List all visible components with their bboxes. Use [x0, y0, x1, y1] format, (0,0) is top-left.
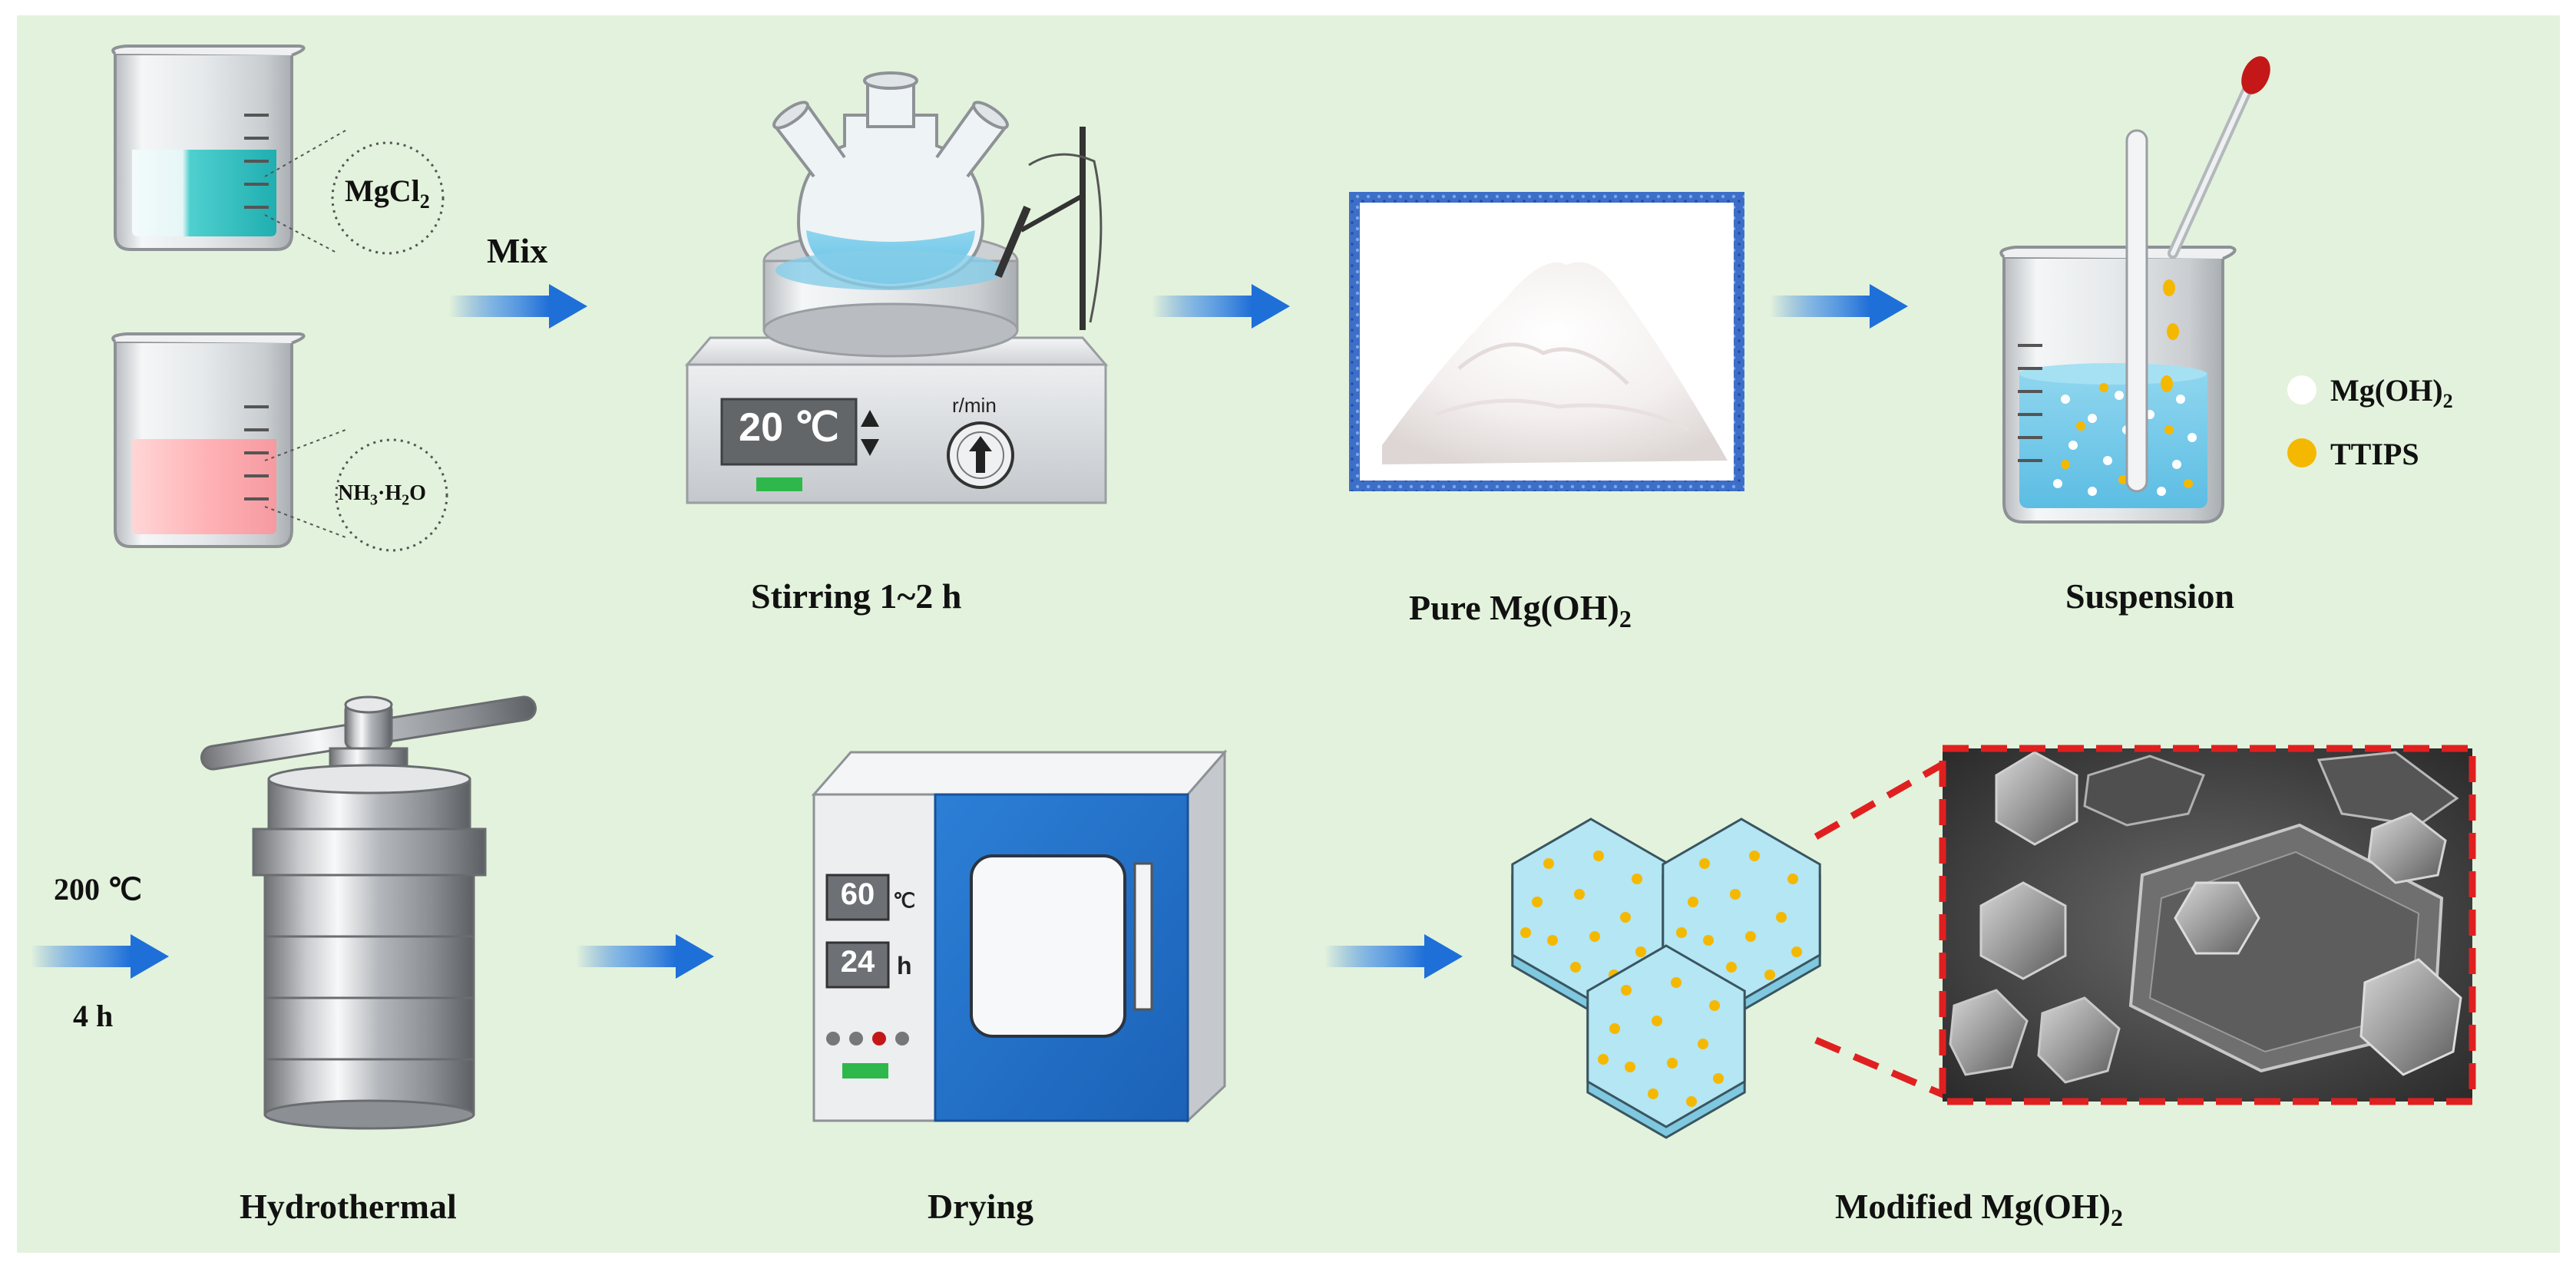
hydrothermal-autoclave — [200, 695, 537, 1130]
ttips-dot — [1520, 927, 1531, 938]
ttips-dot — [1713, 1073, 1724, 1084]
ttips-dot — [1726, 962, 1737, 973]
ttips-dot — [1730, 889, 1741, 900]
ttips-dot — [1749, 851, 1760, 861]
oven-temperature-display: 60 — [840, 877, 875, 911]
ttips-dot — [1676, 927, 1687, 938]
zoom-line-bottom — [1814, 1036, 1952, 1102]
ttips-dot — [1609, 1023, 1620, 1034]
ttips-dot — [1574, 889, 1585, 900]
mgcl2-beaker — [111, 45, 445, 255]
hydrothermal-temperature: 200 ℃ — [54, 872, 142, 907]
oven-time-unit: h — [897, 952, 912, 979]
ttips-dot — [1621, 985, 1632, 996]
oven-time-display: 24 — [840, 945, 875, 979]
ttips-dot — [1620, 912, 1631, 923]
suspension-beaker — [1999, 56, 2270, 524]
ttips-dot — [1776, 912, 1787, 923]
hydrothermal-time: 4 h — [73, 999, 114, 1033]
ttips-dot — [1703, 935, 1714, 946]
mix-label: Mix — [487, 231, 548, 270]
ttips-dot — [1598, 1054, 1609, 1065]
modified-hexagons — [1511, 818, 1821, 1139]
ttips-dot — [1589, 931, 1600, 942]
arrow-to-drying — [576, 934, 714, 979]
hydrothermal-label: Hydrothermal — [240, 1187, 457, 1226]
ttips-dot — [1671, 977, 1682, 988]
ttips-dot — [1593, 851, 1604, 861]
arrow-to-pure — [1152, 284, 1290, 329]
pure-mgoh2-photo — [1349, 192, 1744, 491]
pure-mgoh2-label: Pure Mg(OH)2 — [1409, 588, 1632, 633]
ttips-dot — [1698, 1039, 1708, 1049]
ttips-dot — [1532, 897, 1543, 907]
ttips-dot — [1699, 858, 1710, 869]
arrow-hydrothermal — [31, 934, 169, 979]
stirrer-temperature-display: 20 ℃ — [739, 405, 839, 450]
ttips-dot — [1635, 946, 1646, 957]
legend-mgoh2-marker — [2287, 375, 2316, 405]
magnetic-stirrer — [684, 71, 1109, 504]
drying-label: Drying — [928, 1187, 1033, 1226]
ttips-dot — [1787, 874, 1798, 884]
ttips-dot — [1652, 1016, 1662, 1026]
oven-temperature-unit: ℃ — [893, 889, 916, 912]
ttips-dot — [1648, 1088, 1658, 1099]
stirrer-speed-unit: r/min — [952, 394, 997, 417]
ttips-dot — [1632, 874, 1642, 884]
zoom-line-top — [1814, 757, 1953, 840]
arrow-to-suspension — [1770, 284, 1908, 329]
drying-oven — [811, 749, 1228, 1124]
legend-mgoh2-label: Mg(OH)2 — [2330, 373, 2453, 412]
ttips-dot — [1547, 935, 1558, 946]
ttips-dot — [1625, 1062, 1635, 1072]
legend-ttips-label: TTIPS — [2330, 437, 2419, 471]
ttips-dot — [1570, 962, 1581, 973]
ttips-dot — [1667, 1058, 1678, 1069]
ttips-dot — [1745, 931, 1756, 942]
ammonia-beaker — [111, 332, 448, 552]
ttips-dot — [1543, 858, 1554, 869]
ttips-dot — [1709, 1000, 1720, 1011]
modified-mgoh2-label: Modified Mg(OH)2 — [1835, 1187, 2123, 1232]
sem-image — [1939, 745, 2476, 1105]
stirring-label: Stirring 1~2 h — [751, 576, 962, 616]
ttips-dot — [1686, 1096, 1697, 1107]
arrow-to-modified — [1324, 934, 1463, 979]
arrow-mix — [449, 284, 587, 329]
suspension-label: Suspension — [2065, 576, 2234, 616]
legend-ttips-marker — [2287, 438, 2316, 467]
ttips-dot — [1764, 969, 1775, 980]
ttips-dot — [1688, 897, 1698, 907]
mgcl2-label: MgCl2 — [345, 173, 430, 213]
ttips-dot — [1791, 946, 1802, 957]
nh3-h2o-label: NH3·H2O — [338, 481, 426, 509]
